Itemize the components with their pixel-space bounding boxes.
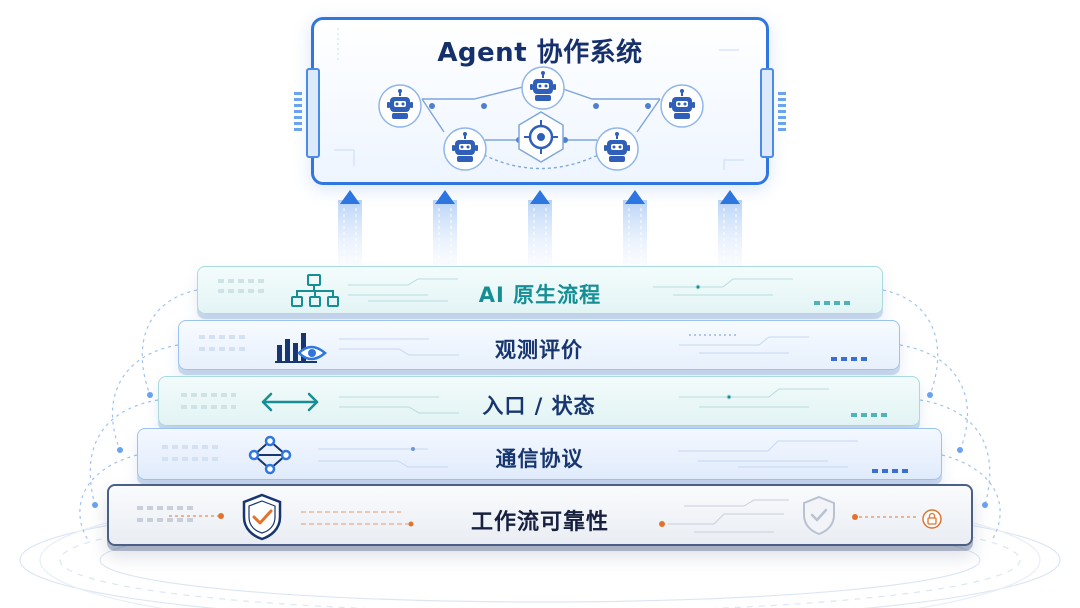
- right-connector-tab: [760, 68, 774, 158]
- agent-network: [334, 28, 744, 171]
- layer-entry-state: 入口 / 状态: [158, 376, 920, 426]
- right-grip: [778, 92, 786, 132]
- circuit-lines-right: [659, 499, 789, 533]
- upward-arrows: [338, 190, 742, 266]
- orange-lines-left: [301, 511, 414, 527]
- left-grip: [294, 92, 302, 132]
- network-nodes-icon: [248, 435, 292, 475]
- layer-ai-native-flow: AI 原生流程: [197, 266, 883, 314]
- layer-workflow-reliability: 工作流可靠性: [107, 484, 973, 546]
- layer-label-communication-protocol: 通信协议: [495, 447, 584, 471]
- robot-icon: [378, 84, 422, 128]
- circuit-lines-left: [339, 338, 459, 356]
- orange-connector-right: [852, 514, 917, 520]
- bidirectional-arrow-icon: [261, 392, 319, 412]
- robot-icon: [521, 66, 565, 110]
- agent-system-panel: Agent 协作系统: [294, 17, 786, 185]
- orange-connector-left: [169, 513, 224, 519]
- flowchart-icon: [291, 274, 339, 307]
- lock-icon: [922, 509, 942, 529]
- left-connector-tab: [306, 68, 320, 158]
- layer-label-observation-evaluation: 观测评价: [495, 338, 583, 362]
- layer-label-ai-native-flow: AI 原生流程: [478, 283, 602, 307]
- circuit-lines-right: [678, 440, 858, 468]
- circuit-lines-left: [348, 278, 458, 302]
- agent-system-title: Agent 协作系统: [437, 38, 643, 68]
- circuit-lines-left: [339, 396, 459, 414]
- robot-icon: [595, 127, 639, 171]
- chart-eye-icon: [275, 333, 327, 363]
- shield-check-faded-icon: [803, 495, 835, 536]
- robot-icon: [443, 127, 487, 171]
- shield-check-icon: [242, 493, 282, 541]
- circuit-lines-left: [318, 447, 448, 468]
- side-connector-curves: [79, 289, 1001, 541]
- circuit-lines-right: [653, 278, 793, 296]
- robot-icon: [660, 84, 704, 128]
- layer-communication-protocol: 通信协议: [137, 428, 942, 480]
- side-connector-dots: [92, 392, 988, 508]
- circuit-lines-right: [679, 334, 809, 354]
- circuit-lines-right: [679, 388, 829, 408]
- target-hexagon-icon: [518, 111, 564, 163]
- layer-label-entry-state: 入口 / 状态: [482, 394, 596, 418]
- layer-observation-evaluation: 观测评价: [178, 320, 900, 370]
- layer-label-workflow-reliability: 工作流可靠性: [470, 510, 609, 535]
